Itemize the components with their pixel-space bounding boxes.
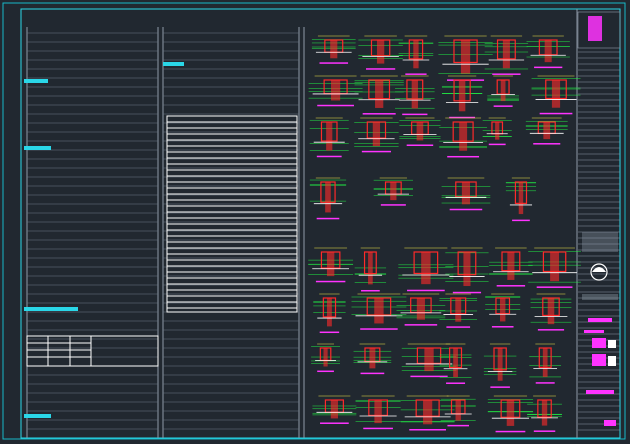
detail-drawing — [526, 35, 570, 69]
detail-drawing — [483, 343, 517, 388]
detail-drawing — [373, 177, 413, 206]
detail-drawing — [482, 117, 512, 146]
detail-drawing — [400, 395, 455, 431]
detail-drawing — [353, 343, 392, 375]
detail-drawing — [308, 75, 363, 107]
detail-drawing — [440, 395, 476, 427]
detail-drawing — [309, 177, 347, 220]
detail-drawing — [309, 117, 349, 158]
detail-drawing — [531, 75, 581, 115]
detail-drawing — [438, 35, 493, 81]
detail-drawing — [487, 75, 519, 107]
detail-drawing — [312, 395, 357, 424]
detail-drawing — [398, 35, 434, 75]
detail-drawing — [505, 177, 537, 222]
detail-drawing — [441, 177, 491, 211]
section-marker-4 — [24, 414, 51, 418]
detail-drawing — [308, 247, 354, 283]
section-marker-1 — [24, 79, 48, 83]
section-marker-3 — [24, 307, 78, 311]
detail-drawing — [313, 293, 346, 334]
detail-drawing — [525, 117, 568, 145]
section-marker-5 — [163, 62, 184, 66]
detail-drawing — [401, 343, 457, 378]
schedule-table — [166, 115, 298, 313]
detail-drawing — [439, 293, 478, 328]
detail-drawing — [528, 247, 581, 288]
detail-drawing — [311, 35, 356, 64]
detail-drawing — [354, 117, 399, 153]
detail-drawing — [489, 247, 533, 287]
left-panel-separators — [26, 9, 578, 438]
detail-drawing — [527, 395, 562, 432]
detail-drawing — [399, 117, 441, 147]
section-marker-2 — [24, 146, 51, 150]
detail-drawing — [351, 293, 407, 330]
detail-drawing — [354, 247, 387, 292]
section-markers — [24, 62, 184, 418]
legend-table — [26, 335, 159, 367]
detail-drawing — [487, 395, 534, 433]
detail-drawing — [484, 35, 529, 75]
detail-drawing — [354, 75, 404, 115]
inner-frame — [20, 8, 621, 439]
notes-ruled-lines — [27, 32, 299, 430]
detail-drawing — [530, 293, 572, 331]
title-block — [577, 11, 621, 431]
detail-drawing — [485, 293, 521, 328]
detail-drawing — [439, 343, 472, 384]
detail-drawing — [529, 343, 562, 384]
detail-drawing — [355, 395, 401, 430]
detail-drawings — [308, 35, 581, 433]
outer-frame — [2, 2, 626, 440]
detail-drawing — [395, 75, 435, 116]
detail-drawing — [441, 75, 483, 119]
circular-company-seal-icon — [590, 263, 608, 281]
detail-drawing — [445, 247, 489, 294]
detail-drawing — [311, 343, 341, 373]
detail-drawing — [396, 293, 446, 326]
detail-drawing — [439, 117, 488, 158]
detail-drawing — [398, 247, 454, 292]
detail-drawing — [358, 35, 403, 70]
